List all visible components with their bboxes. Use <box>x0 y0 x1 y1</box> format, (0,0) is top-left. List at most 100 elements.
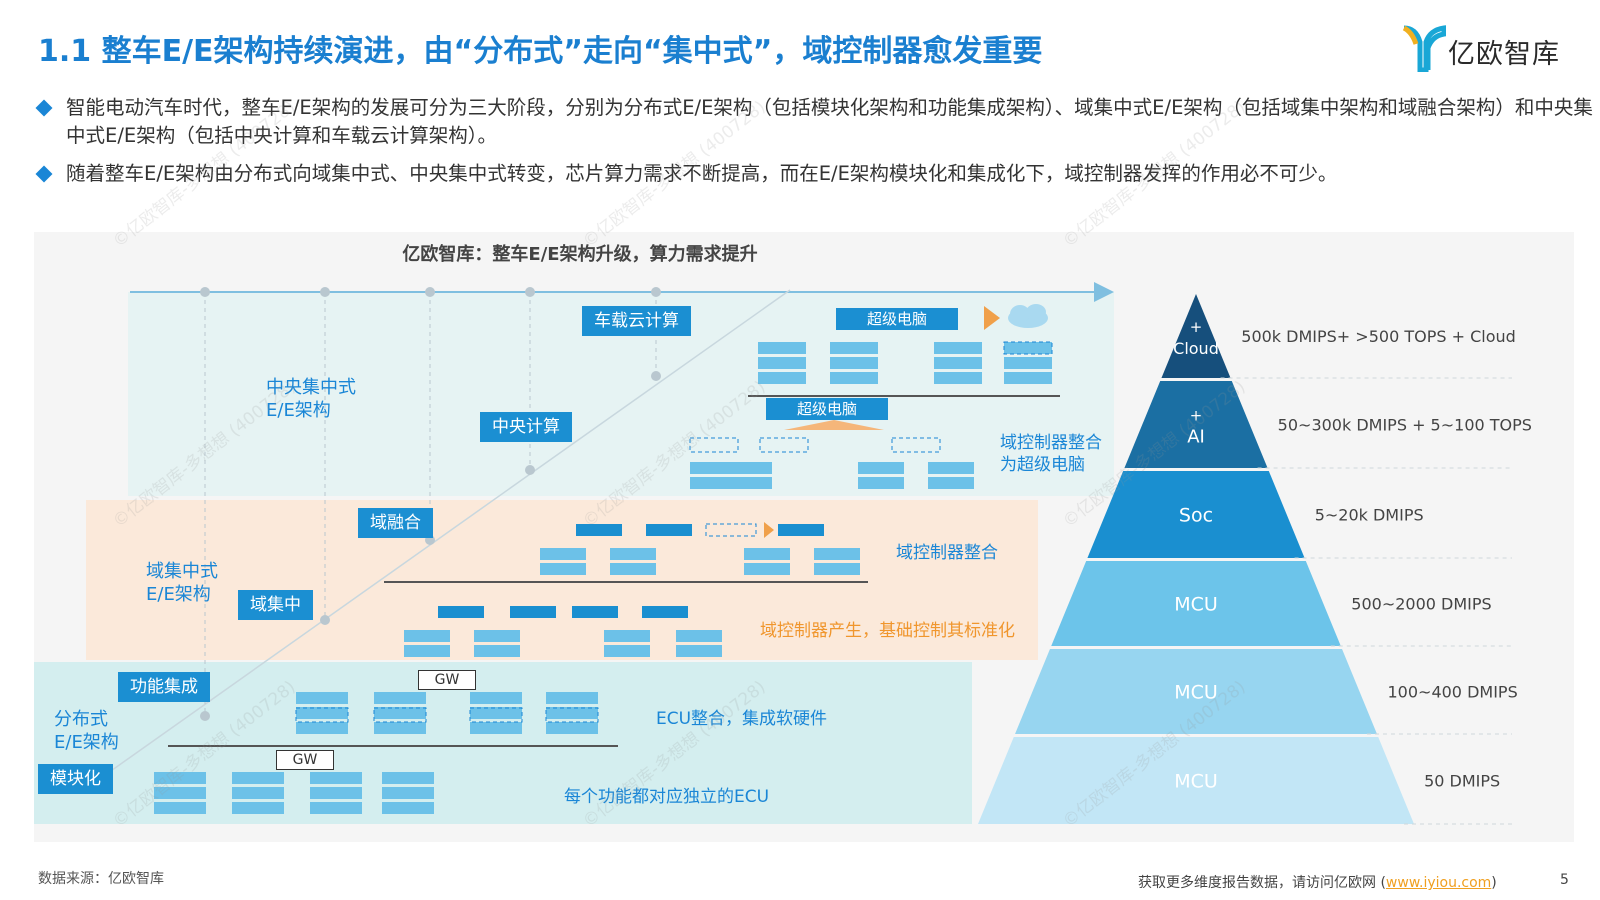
pyramid-level-label: AI <box>1187 427 1205 448</box>
domain-controller-block <box>438 606 484 618</box>
pyramid-value-label: 50~300k DMIPS + 5~100 TOPS <box>1278 416 1532 435</box>
domain-controller-block <box>646 524 692 536</box>
note-fusion: 域控制器整合 <box>896 543 998 563</box>
ecu-block <box>474 645 520 657</box>
ecu-block <box>1004 372 1052 384</box>
bullet-text: 智能电动汽车时代，整车E/E架构的发展可分为三大阶段，分别为分布式E/E架构（包… <box>66 96 1593 147</box>
ecu-block <box>830 357 878 369</box>
tag-domain-fusion: 域融合 <box>358 508 433 538</box>
bus-lines <box>168 395 1060 747</box>
ecu-block <box>474 630 520 642</box>
ecu-block <box>830 342 878 354</box>
virtual-ecu-box <box>469 707 523 723</box>
virtual-ecu-box <box>295 707 349 723</box>
virtual-ecu-box <box>1003 341 1053 355</box>
pyramid-level <box>1015 649 1377 734</box>
ecu-block <box>758 372 806 384</box>
ecu-block <box>610 563 656 575</box>
ecu-block <box>296 722 348 734</box>
pyramid-level-label: MCU <box>1174 771 1218 793</box>
ecu-block <box>934 342 982 354</box>
ecu-block <box>934 357 982 369</box>
ecu-block <box>858 462 904 474</box>
ecu-block <box>232 802 284 814</box>
ecu-block <box>858 477 904 489</box>
pyramid-value-label: 100~400 DMIPS <box>1388 683 1518 702</box>
ecu-block <box>374 707 426 719</box>
ecu-block <box>676 630 722 642</box>
iyiou-link[interactable]: www.iyiou.com <box>1385 875 1492 891</box>
super-computer-box: 超级电脑 <box>766 398 888 420</box>
pyramid-value-label: 500~2000 DMIPS <box>1351 595 1491 614</box>
ecu-block <box>154 772 206 784</box>
ecu-block <box>814 548 860 560</box>
ecu-block <box>758 342 806 354</box>
domain-controller-block <box>576 524 622 536</box>
cloud-icon <box>1008 304 1048 328</box>
note-function: ECU整合，集成软硬件 <box>656 709 828 729</box>
ecu-block <box>296 707 348 719</box>
ecu-block <box>540 563 586 575</box>
note-domain: 域控制器产生，基础控制其标准化 <box>760 621 1015 641</box>
pyramid-level <box>978 737 1414 824</box>
virtual-ecu-box <box>373 707 427 723</box>
orange-arrow-icon <box>764 522 774 538</box>
ecu-block <box>744 563 790 575</box>
super-computer-box: 超级电脑 <box>836 308 958 330</box>
virtual-ecu-box <box>689 437 739 453</box>
gateway-box: GW <box>276 750 334 770</box>
ecu-block <box>470 707 522 719</box>
domain-controller-block <box>642 606 688 618</box>
ecu-block <box>382 787 434 799</box>
logo-text: 亿欧智库 <box>1448 39 1560 70</box>
pyramid-value-label: 500k DMIPS+ >500 TOPS + Cloud <box>1241 327 1516 346</box>
ecu-block <box>928 462 974 474</box>
page-title: 1.1 整车E/E架构持续演进，由“分布式”走向“集中式”，域控制器愈发重要 <box>38 34 1043 69</box>
pyramid-level <box>1124 381 1268 468</box>
ecu-block <box>744 548 790 560</box>
tag-modular: 模块化 <box>38 764 113 794</box>
ecu-block <box>758 357 806 369</box>
diagram-title: 亿欧智库：整车E/E架构升级，算力需求提升 <box>402 244 758 265</box>
pyramid-level-label: + <box>1190 407 1203 425</box>
ecu-block <box>604 645 650 657</box>
ecu-block <box>546 722 598 734</box>
ecu-block <box>232 772 284 784</box>
pyramid-level-label: Cloud <box>1173 339 1219 358</box>
note-central: 域控制器整合为超级电脑 <box>1000 433 1102 475</box>
domain-controller-block <box>510 606 556 618</box>
ecu-block <box>310 802 362 814</box>
ecu-block <box>690 462 736 474</box>
data-source: 数据来源：亿欧智库 <box>38 871 164 887</box>
ecu-block <box>404 645 450 657</box>
ecu-block <box>604 630 650 642</box>
ecu-block <box>928 477 974 489</box>
ecu-block <box>676 645 722 657</box>
ecu-block <box>690 477 736 489</box>
ecu-block <box>1004 342 1052 354</box>
trend-line <box>83 289 791 791</box>
ecu-block <box>374 722 426 734</box>
pyramid-value-label: 5~20k DMIPS <box>1315 506 1424 525</box>
ecu-block <box>1004 357 1052 369</box>
bullet-text: 随着整车E/E架构由分布式向域集中式、中央集中式转变，芯片算力需求不断提高，而在… <box>66 162 1338 185</box>
tag-central-compute: 中央计算 <box>480 412 572 442</box>
pyramid-level-label: MCU <box>1174 594 1218 616</box>
ecu-block <box>470 722 522 734</box>
domain-controller-block <box>778 524 824 536</box>
pyramid-level-label: + <box>1190 318 1203 336</box>
ecu-block <box>374 692 426 704</box>
ecu-block <box>934 372 982 384</box>
domain-zone <box>86 500 1038 660</box>
ecu-block <box>296 692 348 704</box>
ecu-block <box>154 787 206 799</box>
orange-arrow-icon <box>784 420 884 430</box>
ecu-block <box>814 563 860 575</box>
tag-cloud-compute: 车载云计算 <box>582 306 691 336</box>
page-number: 5 <box>1560 872 1569 888</box>
ecu-block <box>726 477 772 489</box>
virtual-ecu-box <box>891 437 941 453</box>
